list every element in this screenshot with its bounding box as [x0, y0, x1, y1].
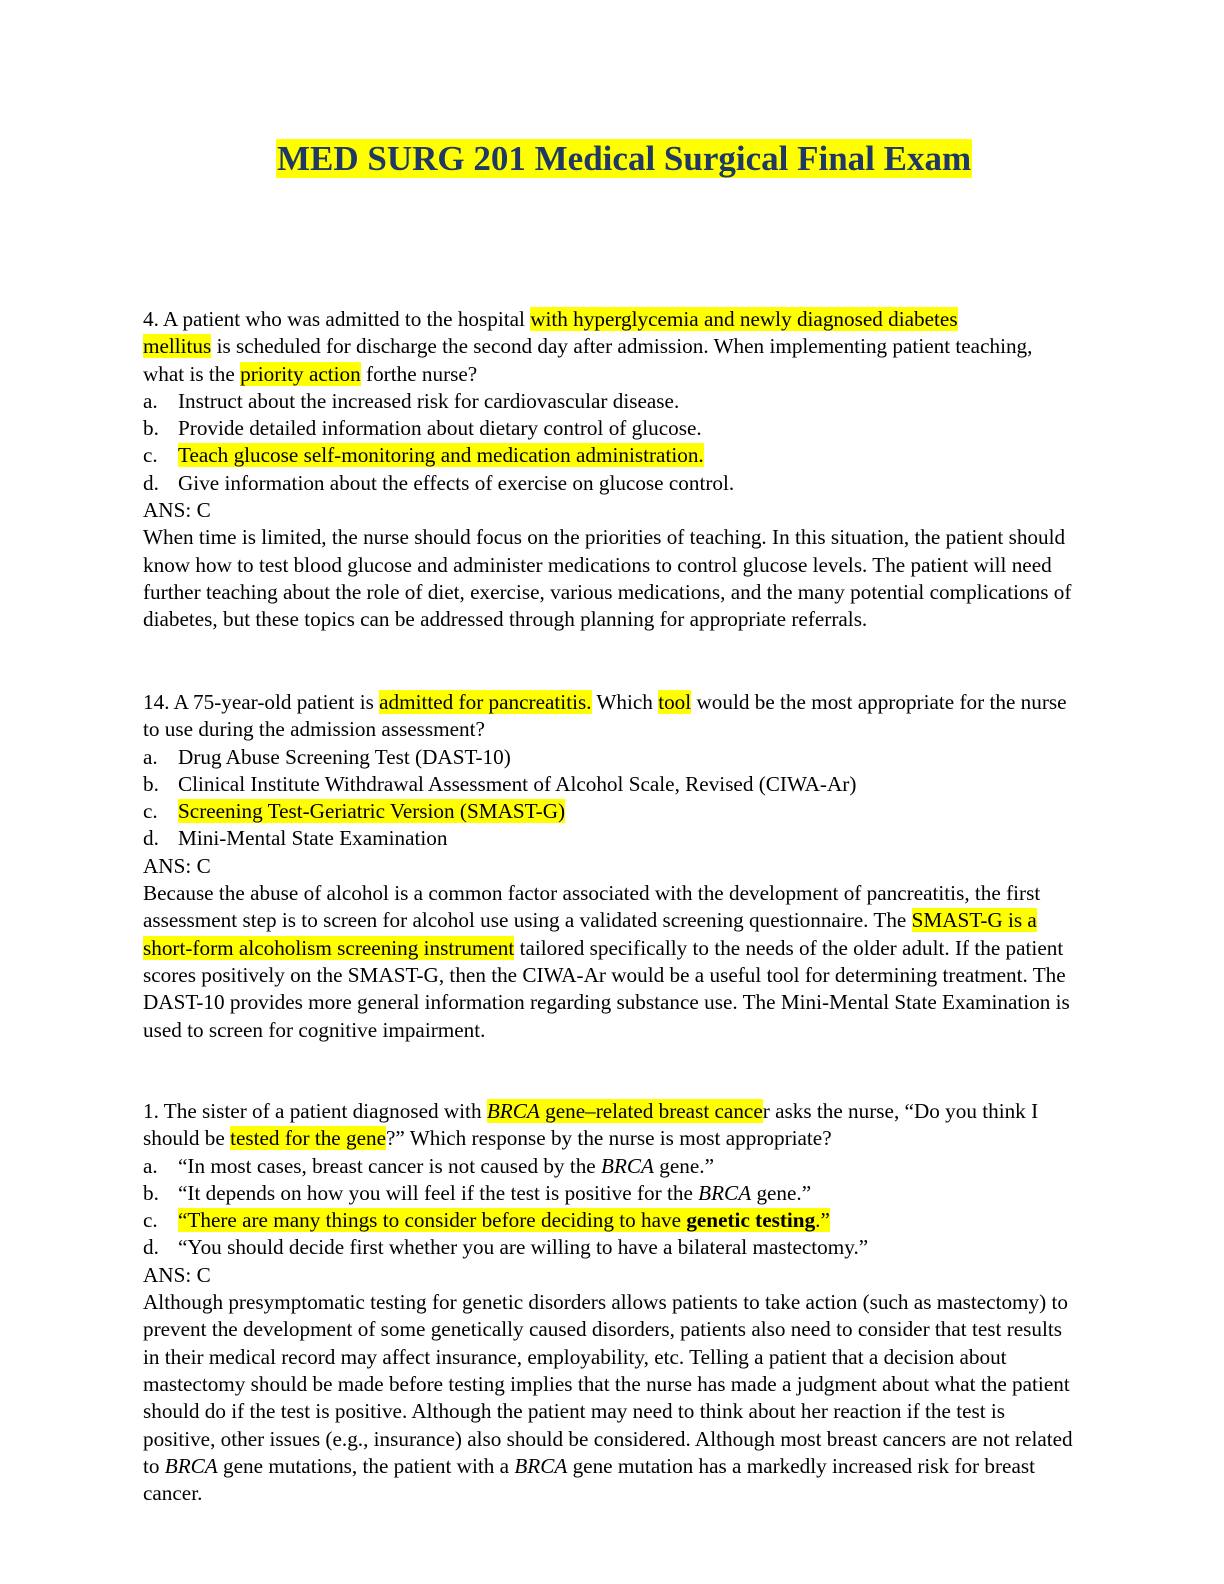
- option-a: a.“In most cases, breast cancer is not c…: [143, 1153, 714, 1178]
- option-a: a.Drug Abuse Screening Test (DAST-10): [143, 744, 511, 769]
- question-block-14: 14. A 75-year-old patient is admitted fo…: [143, 689, 1078, 1044]
- answer-key: ANS: C: [143, 853, 211, 878]
- option-b: b.Provide detailed information about die…: [143, 416, 702, 441]
- highlight: Teach glucose self-monitoring and medica…: [178, 443, 704, 468]
- rationale: Although presymptomatic testing for gene…: [143, 1290, 1073, 1506]
- option-b: b.“It depends on how you will feel if th…: [143, 1180, 812, 1205]
- rationale: Because the abuse of alcohol is a common…: [143, 881, 1070, 1042]
- question-stem: 1. The sister of a patient diagnosed wit…: [143, 1099, 1039, 1151]
- highlight: admitted for pancreatitis.: [379, 690, 592, 714]
- highlight: Screening Test-Geriatric Version (SMAST-…: [178, 799, 566, 824]
- option-d: d.“You should decide first whether you a…: [143, 1235, 869, 1260]
- highlight: priority action: [240, 361, 361, 386]
- highlight: BRCA gene–related breast cance: [486, 1099, 763, 1123]
- question-stem: 14. A 75-year-old patient is admitted fo…: [143, 690, 1067, 742]
- answer-key: ANS: C: [143, 1262, 211, 1287]
- rationale: When time is limited, the nurse should f…: [143, 525, 1072, 632]
- option-d: d.Give information about the effects of …: [143, 470, 735, 495]
- question-block-1: 1. The sister of a patient diagnosed wit…: [143, 1098, 1078, 1507]
- option-a: a.Instruct about the increased risk for …: [143, 388, 680, 413]
- option-d: d.Mini-Mental State Examination: [143, 826, 448, 851]
- option-b: b.Clinical Institute Withdrawal Assessme…: [143, 771, 857, 796]
- title-highlight: MED SURG 201 Medical Surgical Final Exam: [276, 139, 973, 178]
- highlight: tool: [658, 690, 692, 714]
- highlight: with hyperglycemia and newly diagnosed d…: [530, 307, 958, 331]
- option-c: c.Screening Test-Geriatric Version (SMAS…: [143, 799, 566, 824]
- question-stem: 4. A patient who was admitted to the hos…: [143, 307, 1033, 386]
- highlight: tested for the gene: [230, 1126, 387, 1151]
- highlight: mellitus: [143, 334, 212, 359]
- document-title: MED SURG 201 Medical Surgical Final Exam: [276, 138, 973, 180]
- option-c: c.Teach glucose self-monitoring and medi…: [143, 443, 704, 468]
- answer-key: ANS: C: [143, 498, 211, 523]
- highlight: “There are many things to consider befor…: [178, 1208, 830, 1233]
- option-c: c.“There are many things to consider bef…: [143, 1208, 830, 1233]
- question-block-4: 4. A patient who was admitted to the hos…: [143, 306, 1078, 634]
